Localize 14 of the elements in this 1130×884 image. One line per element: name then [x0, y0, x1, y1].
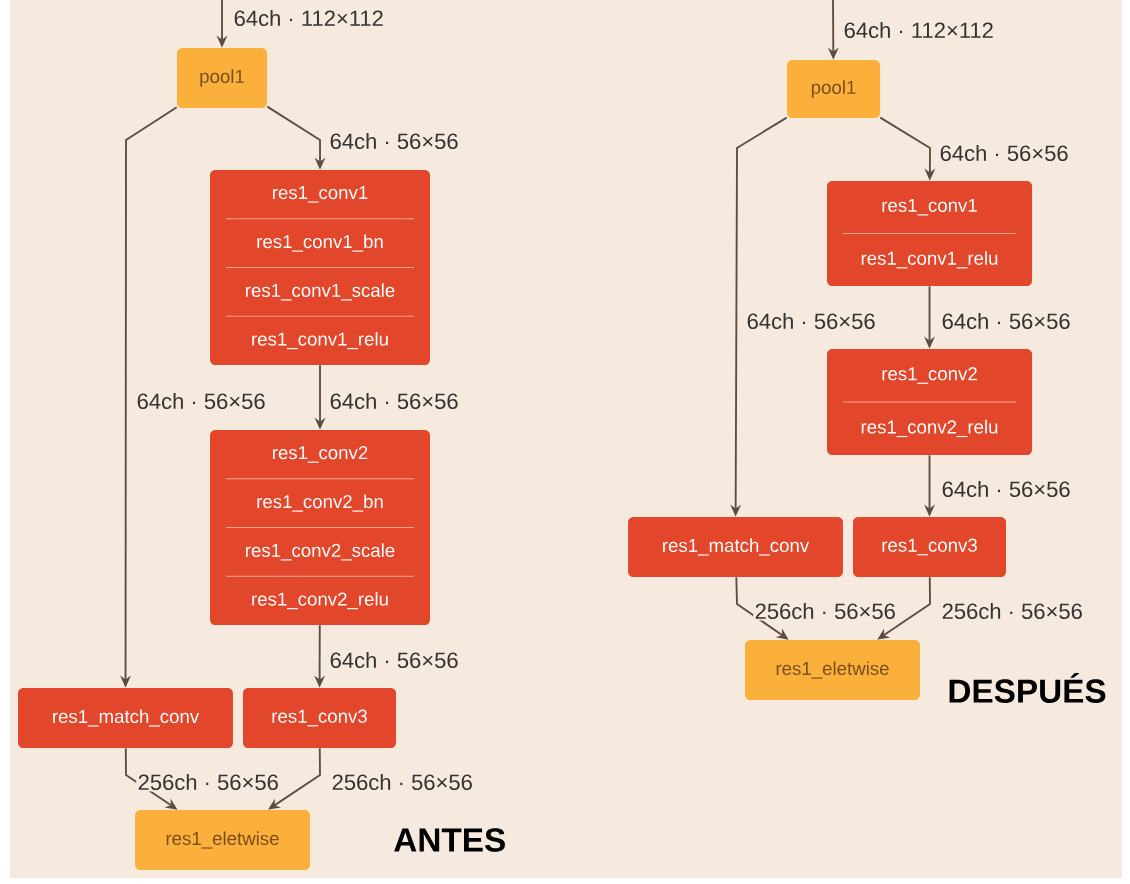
layer-box: res1_conv1 res1_conv1_relu: [826, 180, 1033, 287]
layer-box: res1_conv2 res1_conv2_bn res1_conv2_scale res1_conv2_relu: [210, 430, 430, 625]
data-box: res1_eletwise: [135, 810, 310, 870]
layer-box: res1_conv3: [243, 688, 397, 748]
layer-box: res1_conv2 res1_conv2_relu: [826, 349, 1033, 455]
data-box: res1_eletwise: [745, 640, 920, 700]
data-box: pool1: [177, 48, 267, 108]
layer-box: res1_match_conv: [18, 688, 233, 748]
layer-box: res1_conv1 res1_conv1_bn res1_conv1_scale res1_conv1_relu: [210, 170, 430, 365]
layer-box: res1_conv3: [853, 517, 1007, 577]
layer-box: res1_match_conv: [628, 517, 843, 577]
panel-title: DESPUÉS: [949, 673, 1106, 703]
panel-title: ANTES: [394, 828, 505, 852]
data-box: pool1: [787, 60, 881, 118]
